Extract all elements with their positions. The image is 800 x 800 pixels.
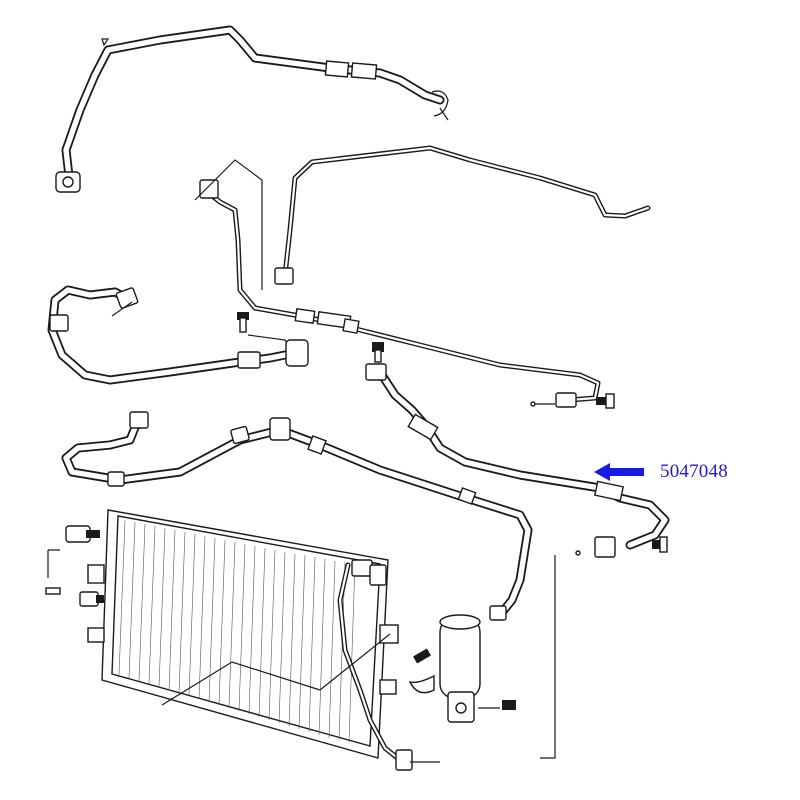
bolt-icon <box>413 648 431 664</box>
ac-hose-5047048[interactable] <box>365 342 670 558</box>
upper-suction-line[interactable] <box>55 25 449 193</box>
high-pressure-pipe-upper[interactable] <box>282 145 651 278</box>
part-number-callout[interactable]: 5047048 <box>594 457 728 487</box>
left-loop-hose[interactable] <box>47 285 309 385</box>
middle-pipe-assembly[interactable] <box>194 159 615 409</box>
receiver-drier[interactable] <box>408 614 516 723</box>
part-number-label[interactable]: 5047048 <box>660 461 728 482</box>
lower-liquid-line[interactable] <box>61 411 533 621</box>
bolt-icon <box>502 700 516 710</box>
bolt-icon <box>652 536 668 553</box>
arrow-left-icon <box>594 463 644 481</box>
condenser[interactable] <box>87 509 556 771</box>
condenser-fittings <box>45 525 104 607</box>
bolt-icon <box>237 312 249 333</box>
bolt-icon <box>372 342 384 363</box>
bolt-icon <box>596 393 615 409</box>
